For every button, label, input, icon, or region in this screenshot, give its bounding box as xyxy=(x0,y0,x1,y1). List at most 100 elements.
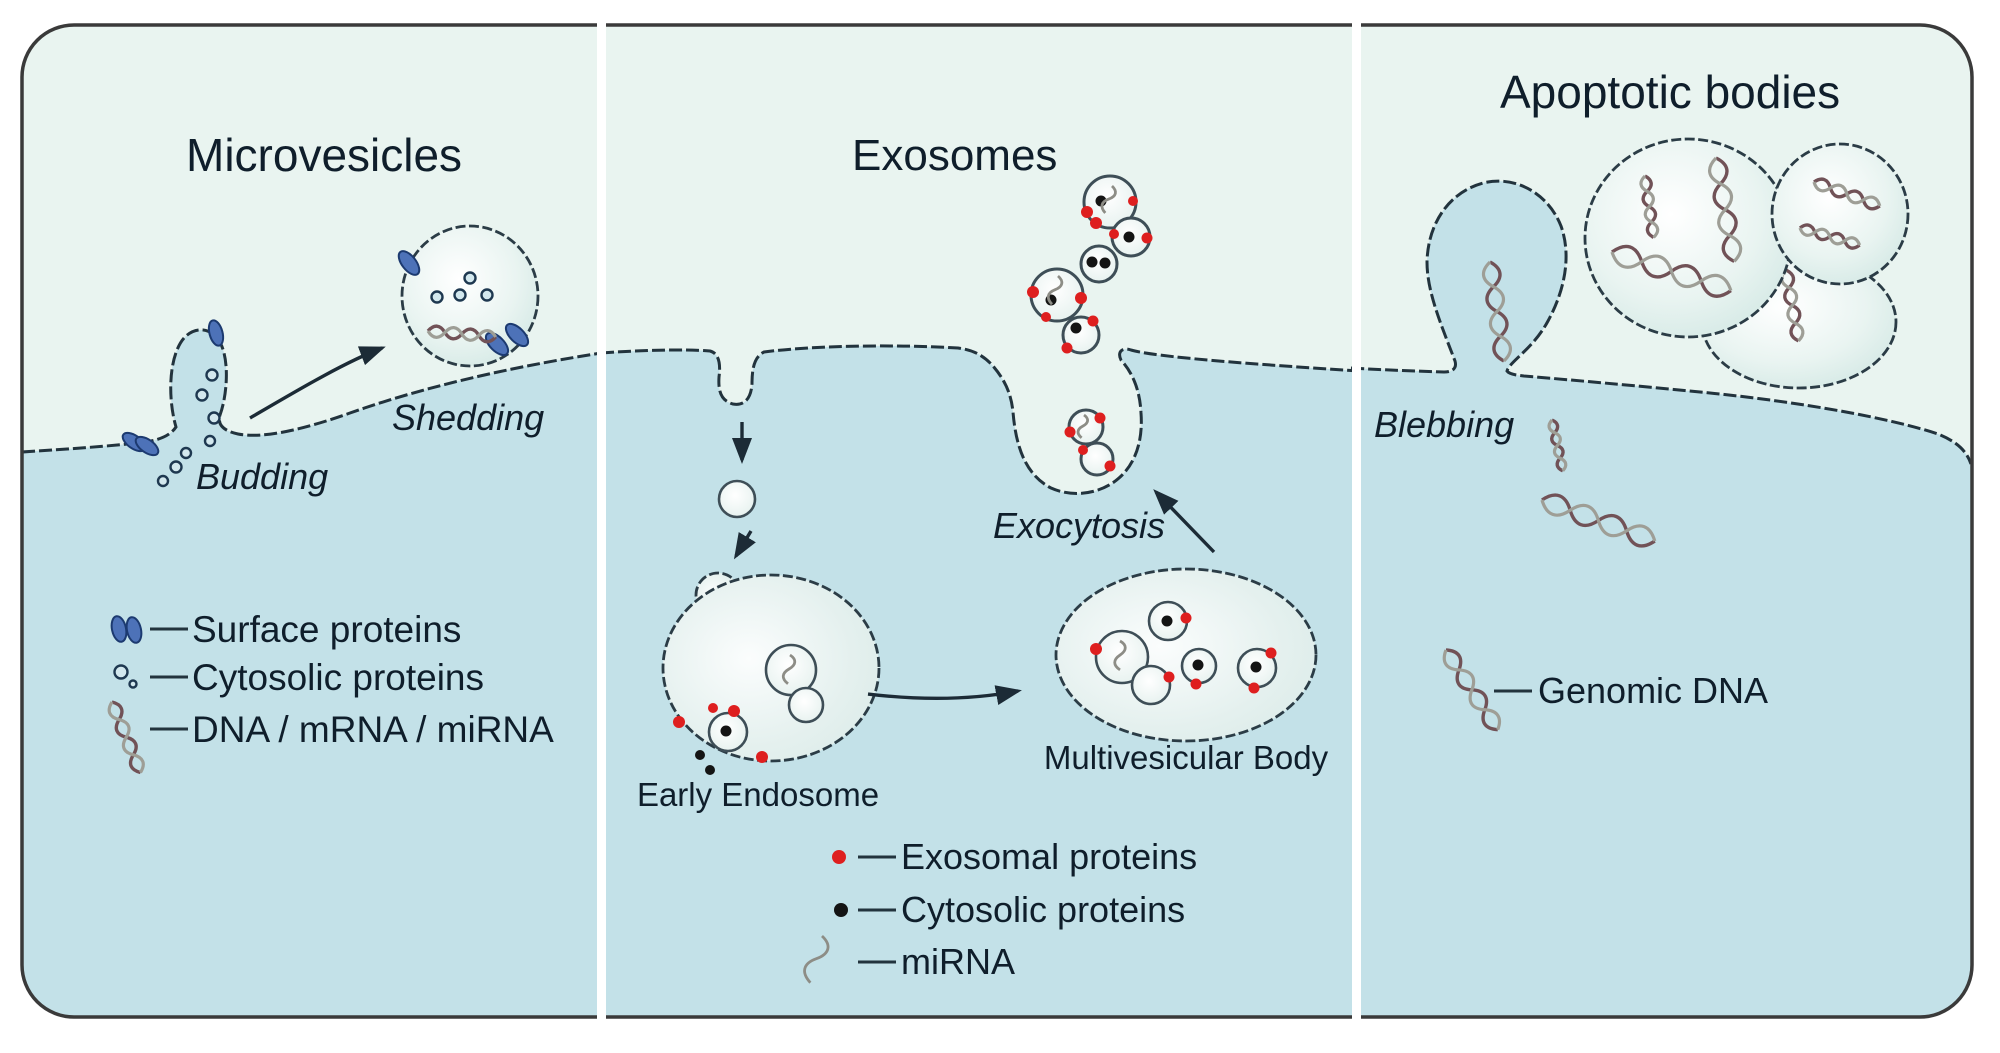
exosome-vesicle xyxy=(1079,244,1119,284)
red-dot xyxy=(1081,206,1093,218)
cytosolic-protein-dot xyxy=(179,446,193,460)
black-dot xyxy=(1070,322,1082,334)
red-dot xyxy=(1128,196,1138,206)
red-dot xyxy=(1087,315,1099,327)
surface-protein-icon xyxy=(134,435,160,457)
surface-protein-icon xyxy=(397,250,421,276)
panel-exosomes: Exosomes xyxy=(637,131,1329,987)
legend-label: DNA / mRNA / miRNA xyxy=(192,709,554,750)
shedding-arrow xyxy=(249,346,386,420)
legend-label: Surface proteins xyxy=(192,609,461,650)
black-dot xyxy=(720,725,732,737)
red-dot xyxy=(1265,647,1277,659)
legend-exosomes: Exosomal proteins Cytosolic proteins miR… xyxy=(800,836,1197,987)
red-dot xyxy=(1190,678,1202,690)
apoptotic-body-outline xyxy=(1770,142,1910,286)
cytosolic-protein-dot xyxy=(195,388,209,402)
legend-label: Cytosolic proteins xyxy=(192,657,484,698)
cytosolic-protein-dot xyxy=(169,460,183,474)
mvb-vesicle xyxy=(1130,664,1172,706)
cell-cytoplasm-left xyxy=(23,329,601,1016)
red-dot xyxy=(1090,643,1102,655)
microvesicle xyxy=(400,224,540,368)
red-dot xyxy=(1090,217,1102,229)
red-dot xyxy=(1141,232,1153,244)
cytosolic-proteins-icon xyxy=(113,664,129,680)
panel-divider xyxy=(1352,23,1361,1019)
apoptotic-body xyxy=(1772,144,1908,284)
surface-protein-icon xyxy=(484,331,510,357)
red-dot xyxy=(1180,612,1192,624)
exosome-vesicle xyxy=(1029,267,1085,323)
red-dot xyxy=(1027,286,1039,298)
legend-label: miRNA xyxy=(901,941,1015,982)
cytosolic-protein-dot xyxy=(453,288,467,302)
red-dot xyxy=(756,751,768,763)
cytosolic-protein-dot xyxy=(203,434,217,448)
black-dot xyxy=(1123,231,1135,243)
surface-protein-icon xyxy=(504,322,530,348)
legend-label: Genomic DNA xyxy=(1538,670,1768,711)
panel-apoptotic-bodies: Apoptotic bodies Blebbing Gen xyxy=(1374,66,1910,736)
multivesicular-body-outline xyxy=(1054,567,1318,743)
cytosolic-protein-dot xyxy=(430,290,444,304)
black-dot xyxy=(1161,615,1173,627)
red-dot xyxy=(1163,671,1175,683)
red-dot xyxy=(673,716,685,728)
black-dot xyxy=(1192,659,1204,671)
legend-label: Cytosolic proteins xyxy=(901,889,1185,930)
to-endosome-arrow xyxy=(733,530,756,560)
blebbing-label: Blebbing xyxy=(1374,404,1514,445)
early-endosome-label: Early Endosome xyxy=(637,776,879,813)
cytosolic-protein-dot xyxy=(463,271,477,285)
black-dot xyxy=(1086,256,1098,268)
plasma-membrane-middle xyxy=(600,344,1360,495)
cytosolic-protein-dot xyxy=(156,474,170,488)
cytosolic-proteins-icon xyxy=(834,903,848,917)
legend-label: Exosomal proteins xyxy=(901,836,1197,877)
plasma-membrane-right xyxy=(1350,179,1971,465)
panel-microvesicles: Microvesicles Budding Shedding xyxy=(104,129,554,777)
early-endosome-outline xyxy=(661,573,881,763)
red-dot xyxy=(1064,426,1076,438)
legend-microvesicles: Surface proteins Cytosolic proteins DNA … xyxy=(104,609,554,777)
red-dot xyxy=(1104,460,1116,472)
figure-border xyxy=(20,23,1974,1019)
black-dot xyxy=(1250,661,1262,673)
panel-divider xyxy=(597,23,606,1019)
cytosolic-protein-dot xyxy=(207,411,221,425)
red-dot xyxy=(728,705,740,717)
mvb-vesicle xyxy=(1094,629,1150,685)
panel-title-exosomes: Exosomes xyxy=(852,131,1057,180)
cell-cytoplasm-right xyxy=(1351,181,1971,1016)
surface-protein-icon xyxy=(207,319,225,347)
surface-proteins-icon xyxy=(125,616,143,644)
exocytosis-label: Exocytosis xyxy=(993,505,1165,546)
cytosolic-proteins-icon xyxy=(128,679,138,689)
red-dot xyxy=(708,703,718,713)
black-dot xyxy=(1099,257,1111,269)
red-dot xyxy=(1075,292,1087,304)
budding-label: Budding xyxy=(196,456,328,497)
red-dot xyxy=(1078,445,1088,455)
black-dot xyxy=(705,765,715,775)
shedding-label: Shedding xyxy=(392,397,544,438)
cytosolic-protein-dot xyxy=(480,288,494,302)
panel-title-microvesicles: Microvesicles xyxy=(186,129,462,181)
intraluminal-vesicle xyxy=(787,686,825,724)
legend-apoptotic-bodies: Genomic DNA xyxy=(1437,644,1768,736)
exocytosis-arrow xyxy=(1153,489,1216,554)
red-dot xyxy=(1094,412,1106,424)
red-dot xyxy=(1041,312,1051,322)
multivesicular-body-label: Multivesicular Body xyxy=(1044,739,1329,776)
red-dot xyxy=(1109,229,1119,239)
red-dot xyxy=(1248,682,1260,694)
cytosolic-protein-dot xyxy=(205,368,219,382)
exosomal-proteins-icon xyxy=(832,850,846,864)
apoptotic-body xyxy=(1585,139,1791,337)
maturation-arrow xyxy=(867,685,1022,705)
red-dot xyxy=(1061,342,1073,354)
panel-title-apoptotic-bodies: Apoptotic bodies xyxy=(1500,66,1840,118)
